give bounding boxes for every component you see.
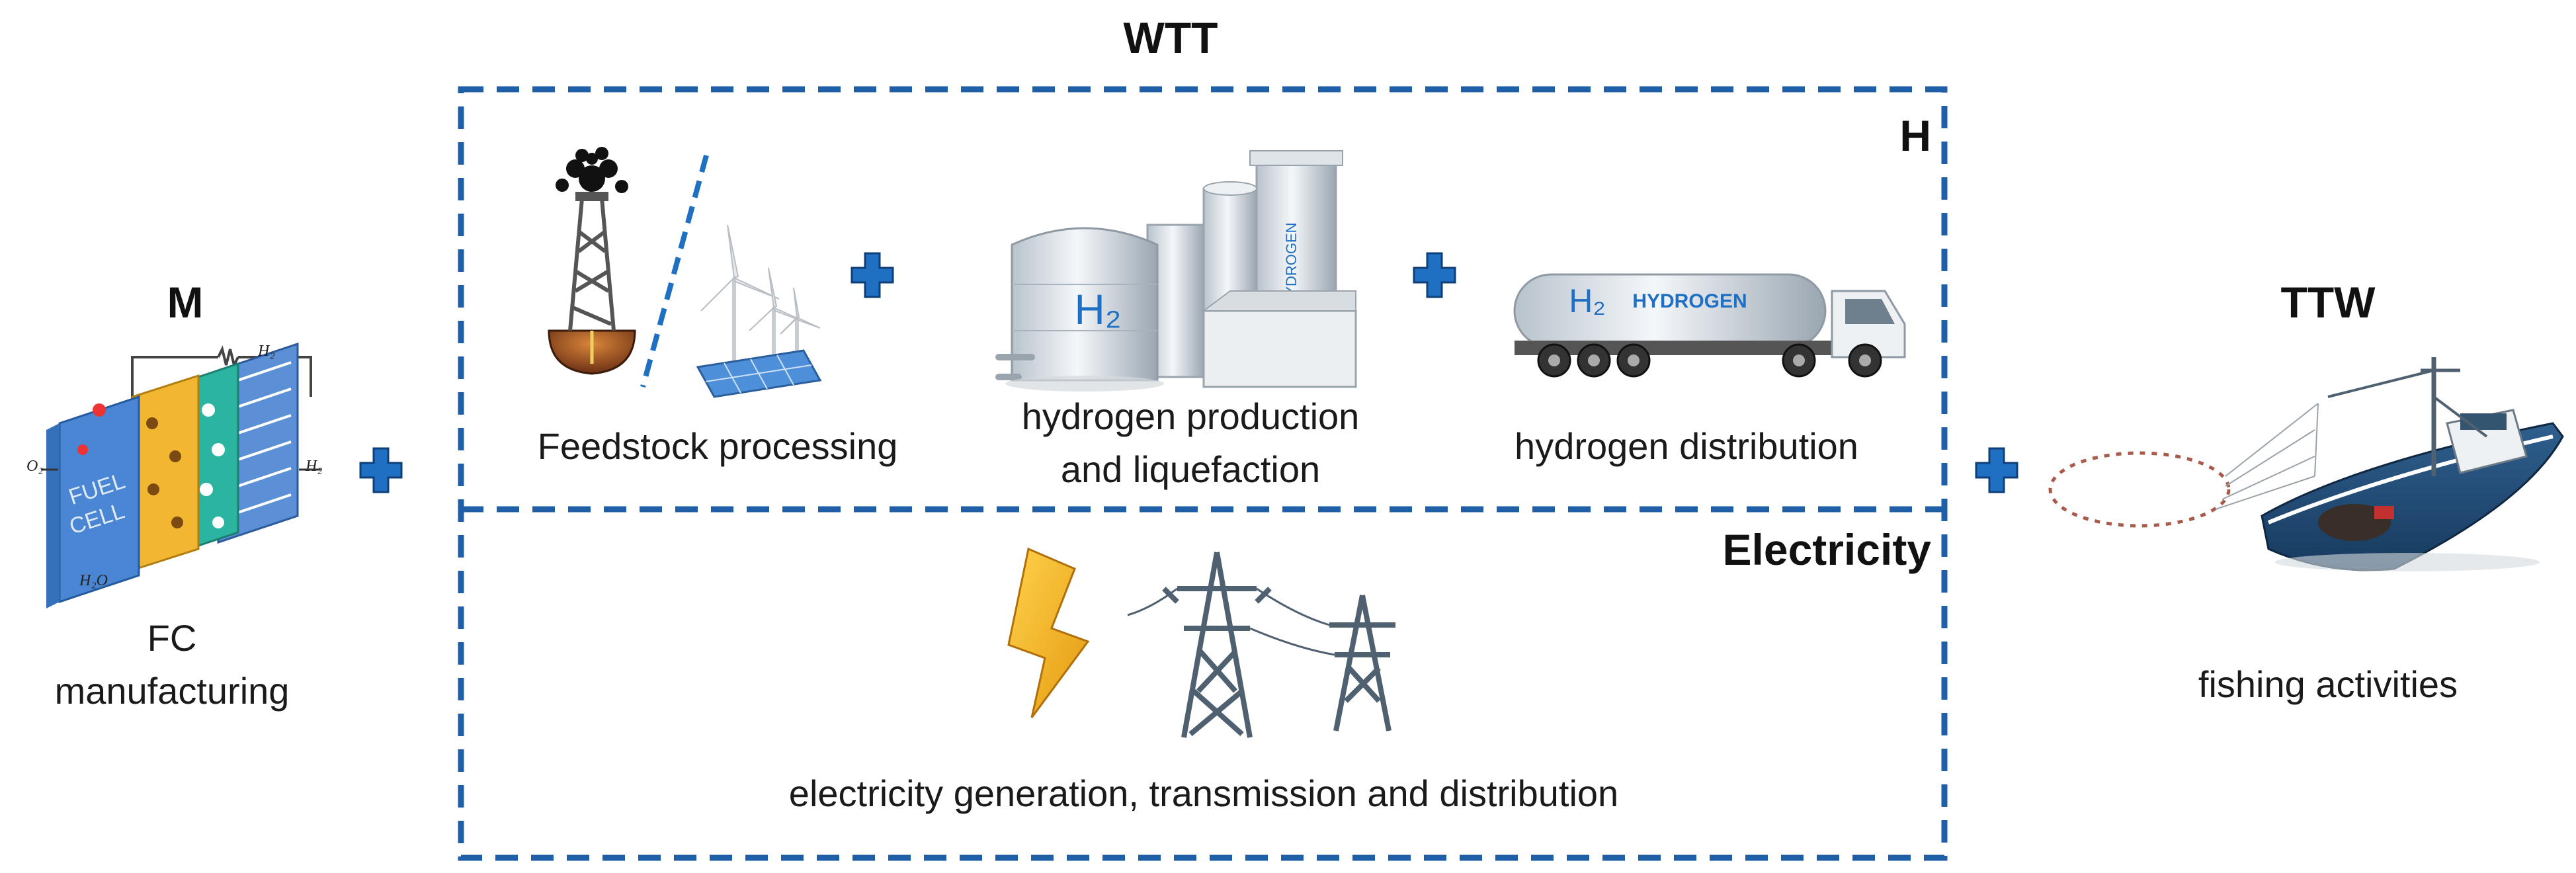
plus-icon xyxy=(359,447,403,493)
svg-text:H₂: H₂ xyxy=(257,343,275,360)
feedstock-divider xyxy=(640,154,709,388)
elec-chain-label: electricity generation, transmission and… xyxy=(788,772,1619,814)
plus-icon xyxy=(1413,252,1456,298)
hydrogen-truck-icon: H₂ HYDROGEN xyxy=(1513,273,1906,378)
svg-text:HYDROGEN: HYDROGEN xyxy=(1632,290,1747,312)
ttw-header: TTW xyxy=(2280,278,2376,327)
feedstock-label: Feedstock processing xyxy=(537,425,898,467)
hydrogen-plant-icon: HYDROGEN H₂ xyxy=(995,150,1357,392)
h2dist-label: hydrogen distribution xyxy=(1515,425,1858,467)
h-header: H xyxy=(1899,111,1931,160)
fishing-boat-icon xyxy=(2048,357,2564,571)
h2prod-label-line2: and liquefaction xyxy=(1060,448,1321,490)
power-tower-icon xyxy=(1127,552,1395,738)
fc-label-line1: FC xyxy=(147,617,197,659)
svg-text:H₂O: H₂O xyxy=(79,572,108,589)
svg-text:O₂: O₂ xyxy=(26,458,44,475)
h2prod-label-line1: hydrogen production xyxy=(1021,395,1360,437)
fc-label-line2: manufacturing xyxy=(54,670,290,712)
wtt-header: WTT xyxy=(1123,13,1218,62)
svg-text:H₂: H₂ xyxy=(1074,286,1121,333)
svg-text:H₂: H₂ xyxy=(1569,282,1606,319)
electricity-header: Electricity xyxy=(1722,525,1932,574)
wtt-box xyxy=(458,86,1948,861)
lightning-icon xyxy=(1007,547,1090,718)
fuel-cell-icon: FUEL CELL O₂ H₂ H₂ H₂O xyxy=(26,342,323,608)
m-header: M xyxy=(167,278,204,327)
oil-rig-icon xyxy=(548,147,636,375)
fishing-label: fishing activities xyxy=(2198,663,2458,705)
svg-text:H₂: H₂ xyxy=(305,458,323,475)
wind-solar-icon xyxy=(696,224,822,398)
plus-icon xyxy=(1975,447,2018,493)
plus-icon xyxy=(851,252,894,298)
